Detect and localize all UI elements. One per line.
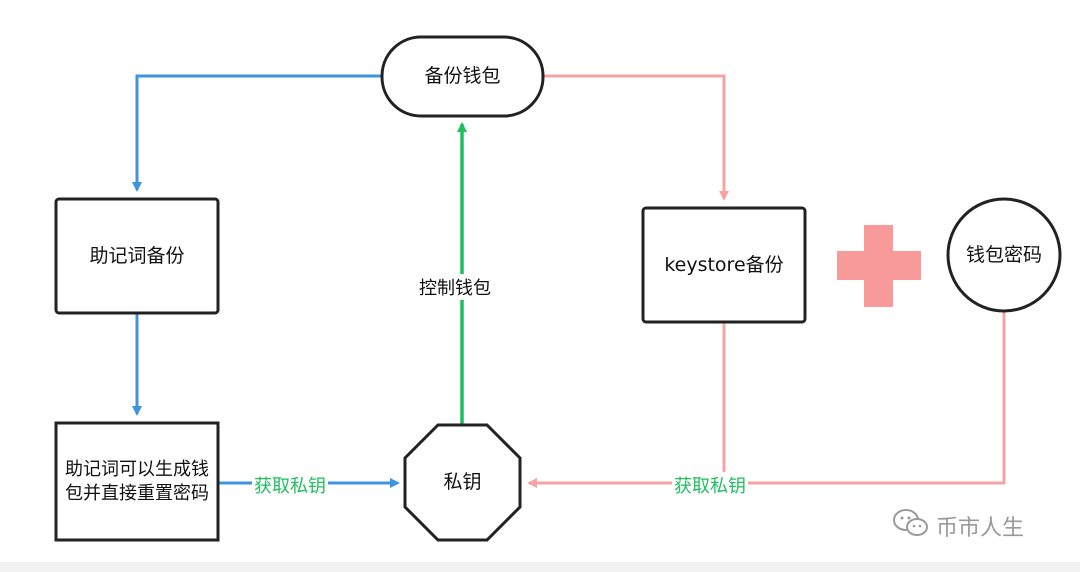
edge-label-control-wallet: 控制钱包 — [417, 274, 493, 300]
edge-password-to-privatekey — [724, 311, 1006, 485]
node-keystore-backup: keystore备份 — [664, 253, 784, 276]
bottom-band — [0, 562, 1080, 572]
node-mnemonic-regen-shape — [54, 421, 220, 542]
edge-backup-to-keystore — [543, 74, 729, 201]
edge-backup-to-mnemonic — [132, 74, 382, 192]
node-mnemonic-backup: 助记词备份 — [89, 244, 185, 267]
node-wallet-password: 钱包密码 — [965, 243, 1042, 266]
node-wallet-password-shape — [946, 197, 1062, 313]
node-private-key: 私钥 — [443, 471, 482, 494]
node-keystore-backup-shape — [641, 206, 807, 324]
edge-keystore-to-privatekey — [527, 323, 726, 488]
edge-label-get-key-left: 获取私钥 — [252, 472, 328, 498]
node-mnemonic-backup-shape — [54, 197, 220, 315]
node-backup-wallet: 备份钱包 — [424, 65, 501, 88]
plus-icon — [837, 225, 921, 307]
node-backup-wallet-shape — [380, 35, 545, 118]
node-private-key-shape — [403, 423, 522, 542]
watermark-text: 币市人生 — [936, 516, 1025, 541]
watermark: 币市人生 — [892, 506, 1062, 546]
wechat-icon — [892, 508, 930, 544]
edge-label-get-key-right: 获取私钥 — [672, 472, 748, 498]
node-mnemonic-regen: 助记词可以生成钱包并直接重置密码 — [65, 459, 209, 504]
